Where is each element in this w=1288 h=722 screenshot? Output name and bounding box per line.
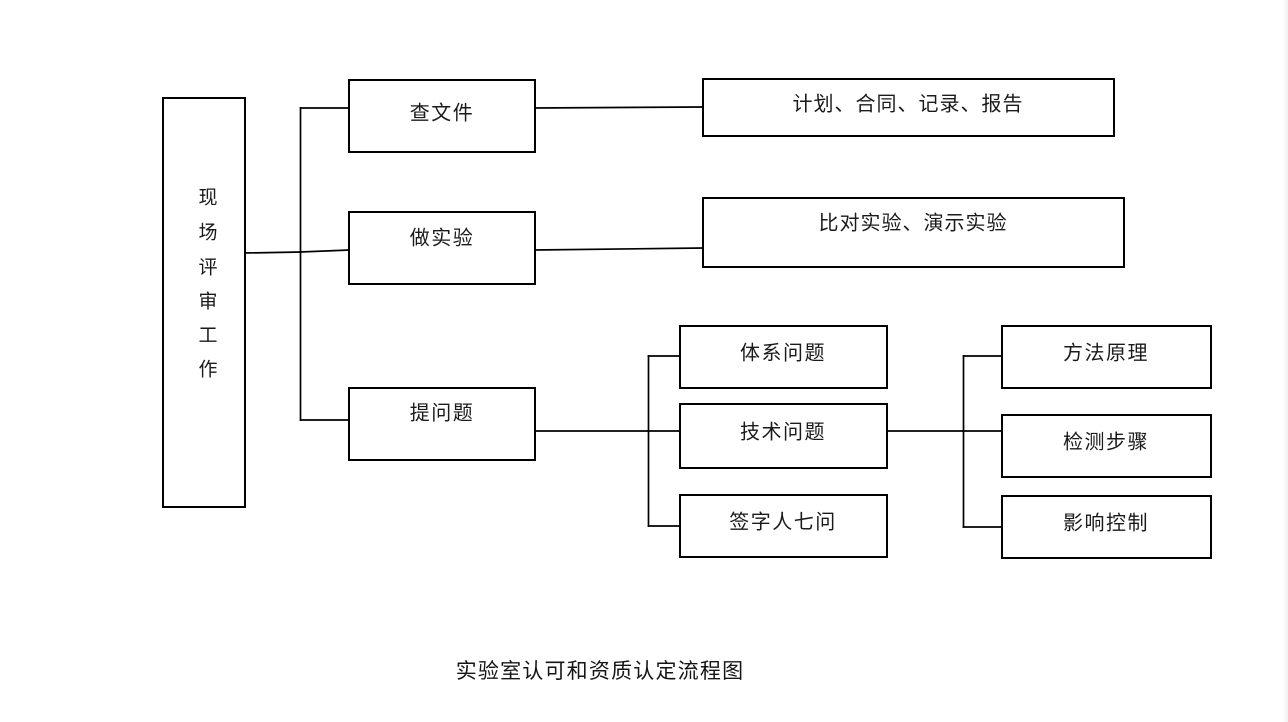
root-char-0: 现 [198, 187, 217, 208]
node-level2-2-label: 体系问题 [740, 342, 826, 365]
node-level3-fangfa[interactable]: 方法原理 [1001, 325, 1212, 389]
node-level3-yingxiang[interactable]: 影响控制 [1001, 495, 1212, 559]
node-level2-1-rect[interactable] [702, 197, 1125, 268]
node-level2-4-rect[interactable] [679, 494, 888, 558]
connector-bus1-to-level1-1 [299, 249, 350, 253]
node-level3-1-label: 检测步骤 [1063, 431, 1149, 454]
node-level3-0-label: 方法原理 [1063, 342, 1149, 365]
node-level2-0-rect[interactable] [702, 78, 1115, 137]
node-level3-1-rect[interactable] [1001, 414, 1212, 478]
root-char-4: 工 [198, 325, 217, 346]
node-level1-1-label: 做实验 [410, 227, 475, 250]
root-char-3: 审 [198, 290, 217, 312]
node-level3-2-label: 影响控制 [1063, 512, 1149, 535]
node-level2-3-label: 技术问题 [740, 421, 826, 444]
node-level1-zuoshiyan[interactable]: 做实验 [348, 211, 536, 285]
node-root-rect[interactable] [162, 97, 246, 508]
node-level1-2-rect[interactable] [348, 387, 536, 461]
root-char-1: 场 [198, 221, 217, 243]
node-level1-chawenjian[interactable]: 查文件 [348, 79, 536, 153]
connector-group [244, 106, 1003, 528]
node-root[interactable]: 现 场 评 审 工 作 [162, 97, 246, 508]
node-level2-0-label: 计划、合同、记录、报告 [793, 93, 1024, 116]
connector-zuoshiyan-to-bidui [534, 247, 704, 251]
node-level2-tixi[interactable]: 体系问题 [679, 325, 888, 389]
node-level1-tiwenti[interactable]: 提问题 [348, 387, 536, 461]
node-level3-jiance[interactable]: 检测步骤 [1001, 414, 1212, 478]
diagram-caption: 实验室认可和资质认定流程图 [456, 659, 745, 683]
node-level2-jishu[interactable]: 技术问题 [679, 403, 888, 469]
node-level3-2-rect[interactable] [1001, 495, 1212, 559]
root-char-2: 评 [198, 257, 217, 278]
node-level1-1-rect[interactable] [348, 211, 536, 285]
node-level2-3-rect[interactable] [679, 403, 888, 469]
node-level1-0-label: 查文件 [410, 102, 475, 125]
node-level2-bidui[interactable]: 比对实验、演示实验 [702, 197, 1125, 268]
node-level2-jihua[interactable]: 计划、合同、记录、报告 [702, 78, 1115, 137]
node-level2-4-label: 签字人七问 [729, 511, 837, 534]
node-level2-qianzi[interactable]: 签字人七问 [679, 494, 888, 558]
node-level2-2-rect[interactable] [679, 325, 888, 389]
connector-root-to-bus1 [244, 251, 302, 254]
root-char-5: 作 [198, 358, 217, 380]
node-level1-0-rect[interactable] [348, 79, 536, 153]
node-level3-0-rect[interactable] [1001, 325, 1212, 389]
node-level2-1-label: 比对实验、演示实验 [819, 212, 1008, 235]
node-level1-2-label: 提问题 [410, 402, 475, 425]
connector-chawenjian-to-jihua [534, 106, 704, 109]
